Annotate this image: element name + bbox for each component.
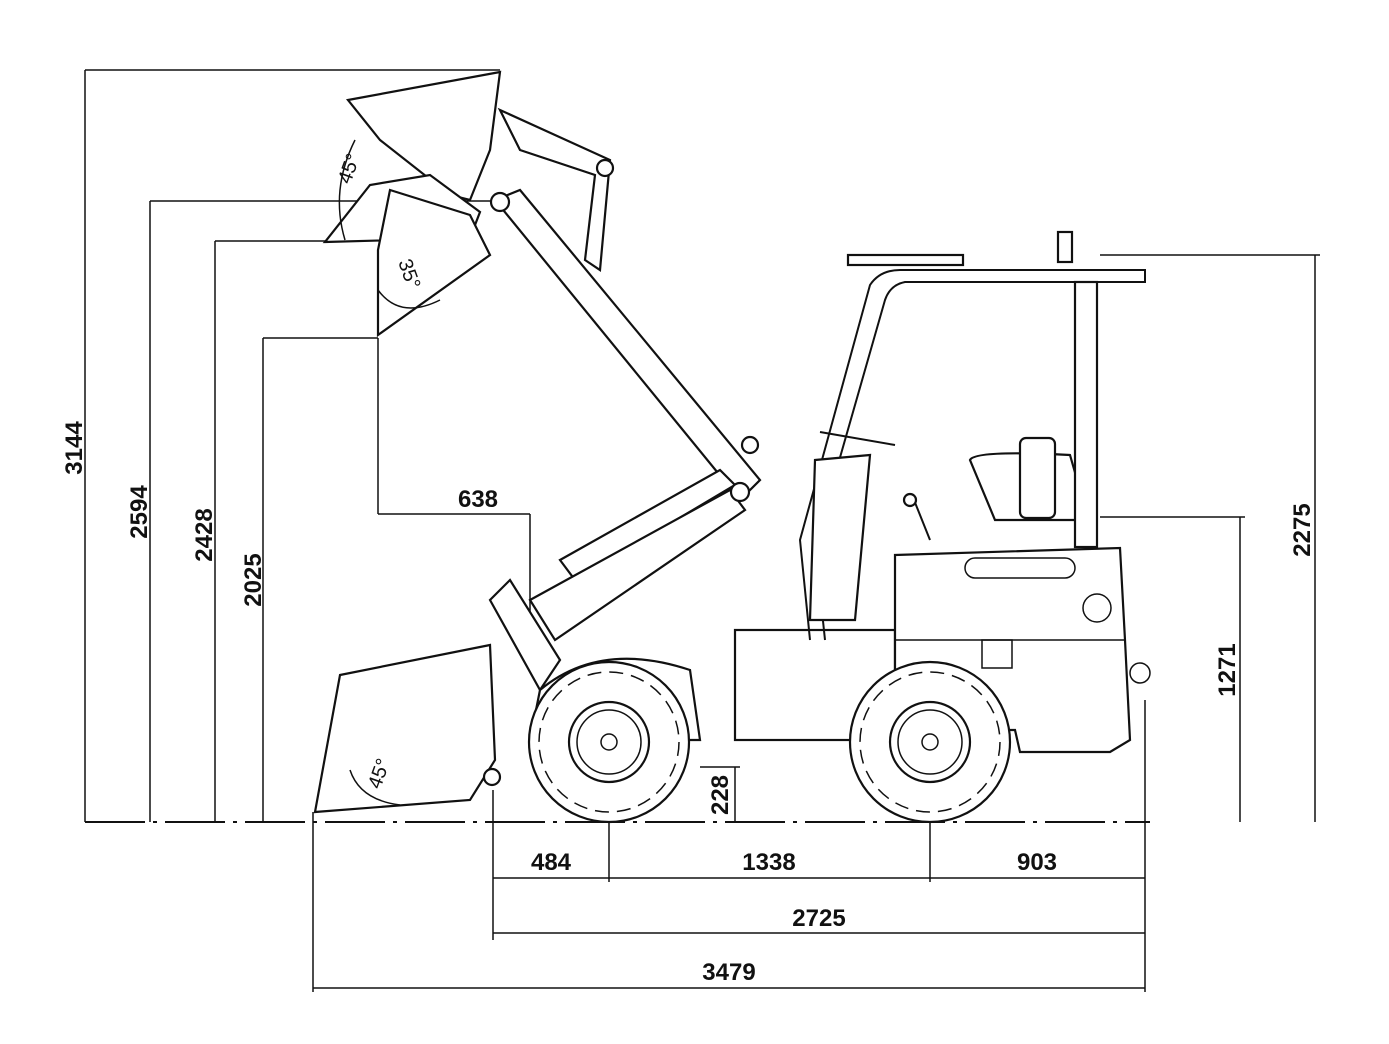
dim-228: 228 xyxy=(707,775,734,815)
dim-2025: 2025 xyxy=(240,553,267,606)
dim-2428: 2428 xyxy=(191,508,218,561)
dim-3479: 3479 xyxy=(702,959,755,986)
front-wheel xyxy=(527,660,691,824)
rear-wheel xyxy=(848,660,1012,824)
dim-903: 903 xyxy=(1017,849,1057,876)
loader-outline: 45° 35° 45° xyxy=(313,70,1151,824)
reach-dimension: 638 xyxy=(377,338,531,660)
right-dimensions: 2275 1271 228 xyxy=(700,254,1320,822)
height-dimensions: 3144 2594 2428 2025 xyxy=(61,69,500,822)
angle-raised-rollback: 45° xyxy=(334,151,365,187)
dim-1271: 1271 xyxy=(1214,643,1241,696)
dim-2725: 2725 xyxy=(792,905,845,932)
dim-2594: 2594 xyxy=(126,485,153,539)
length-dimensions: 484 1338 903 2725 3479 xyxy=(312,700,1146,992)
dim-484: 484 xyxy=(531,849,572,876)
dim-2275: 2275 xyxy=(1289,503,1316,556)
dim-638: 638 xyxy=(458,486,498,513)
dim-1338: 1338 xyxy=(742,849,795,876)
dim-3144: 3144 xyxy=(61,421,88,475)
